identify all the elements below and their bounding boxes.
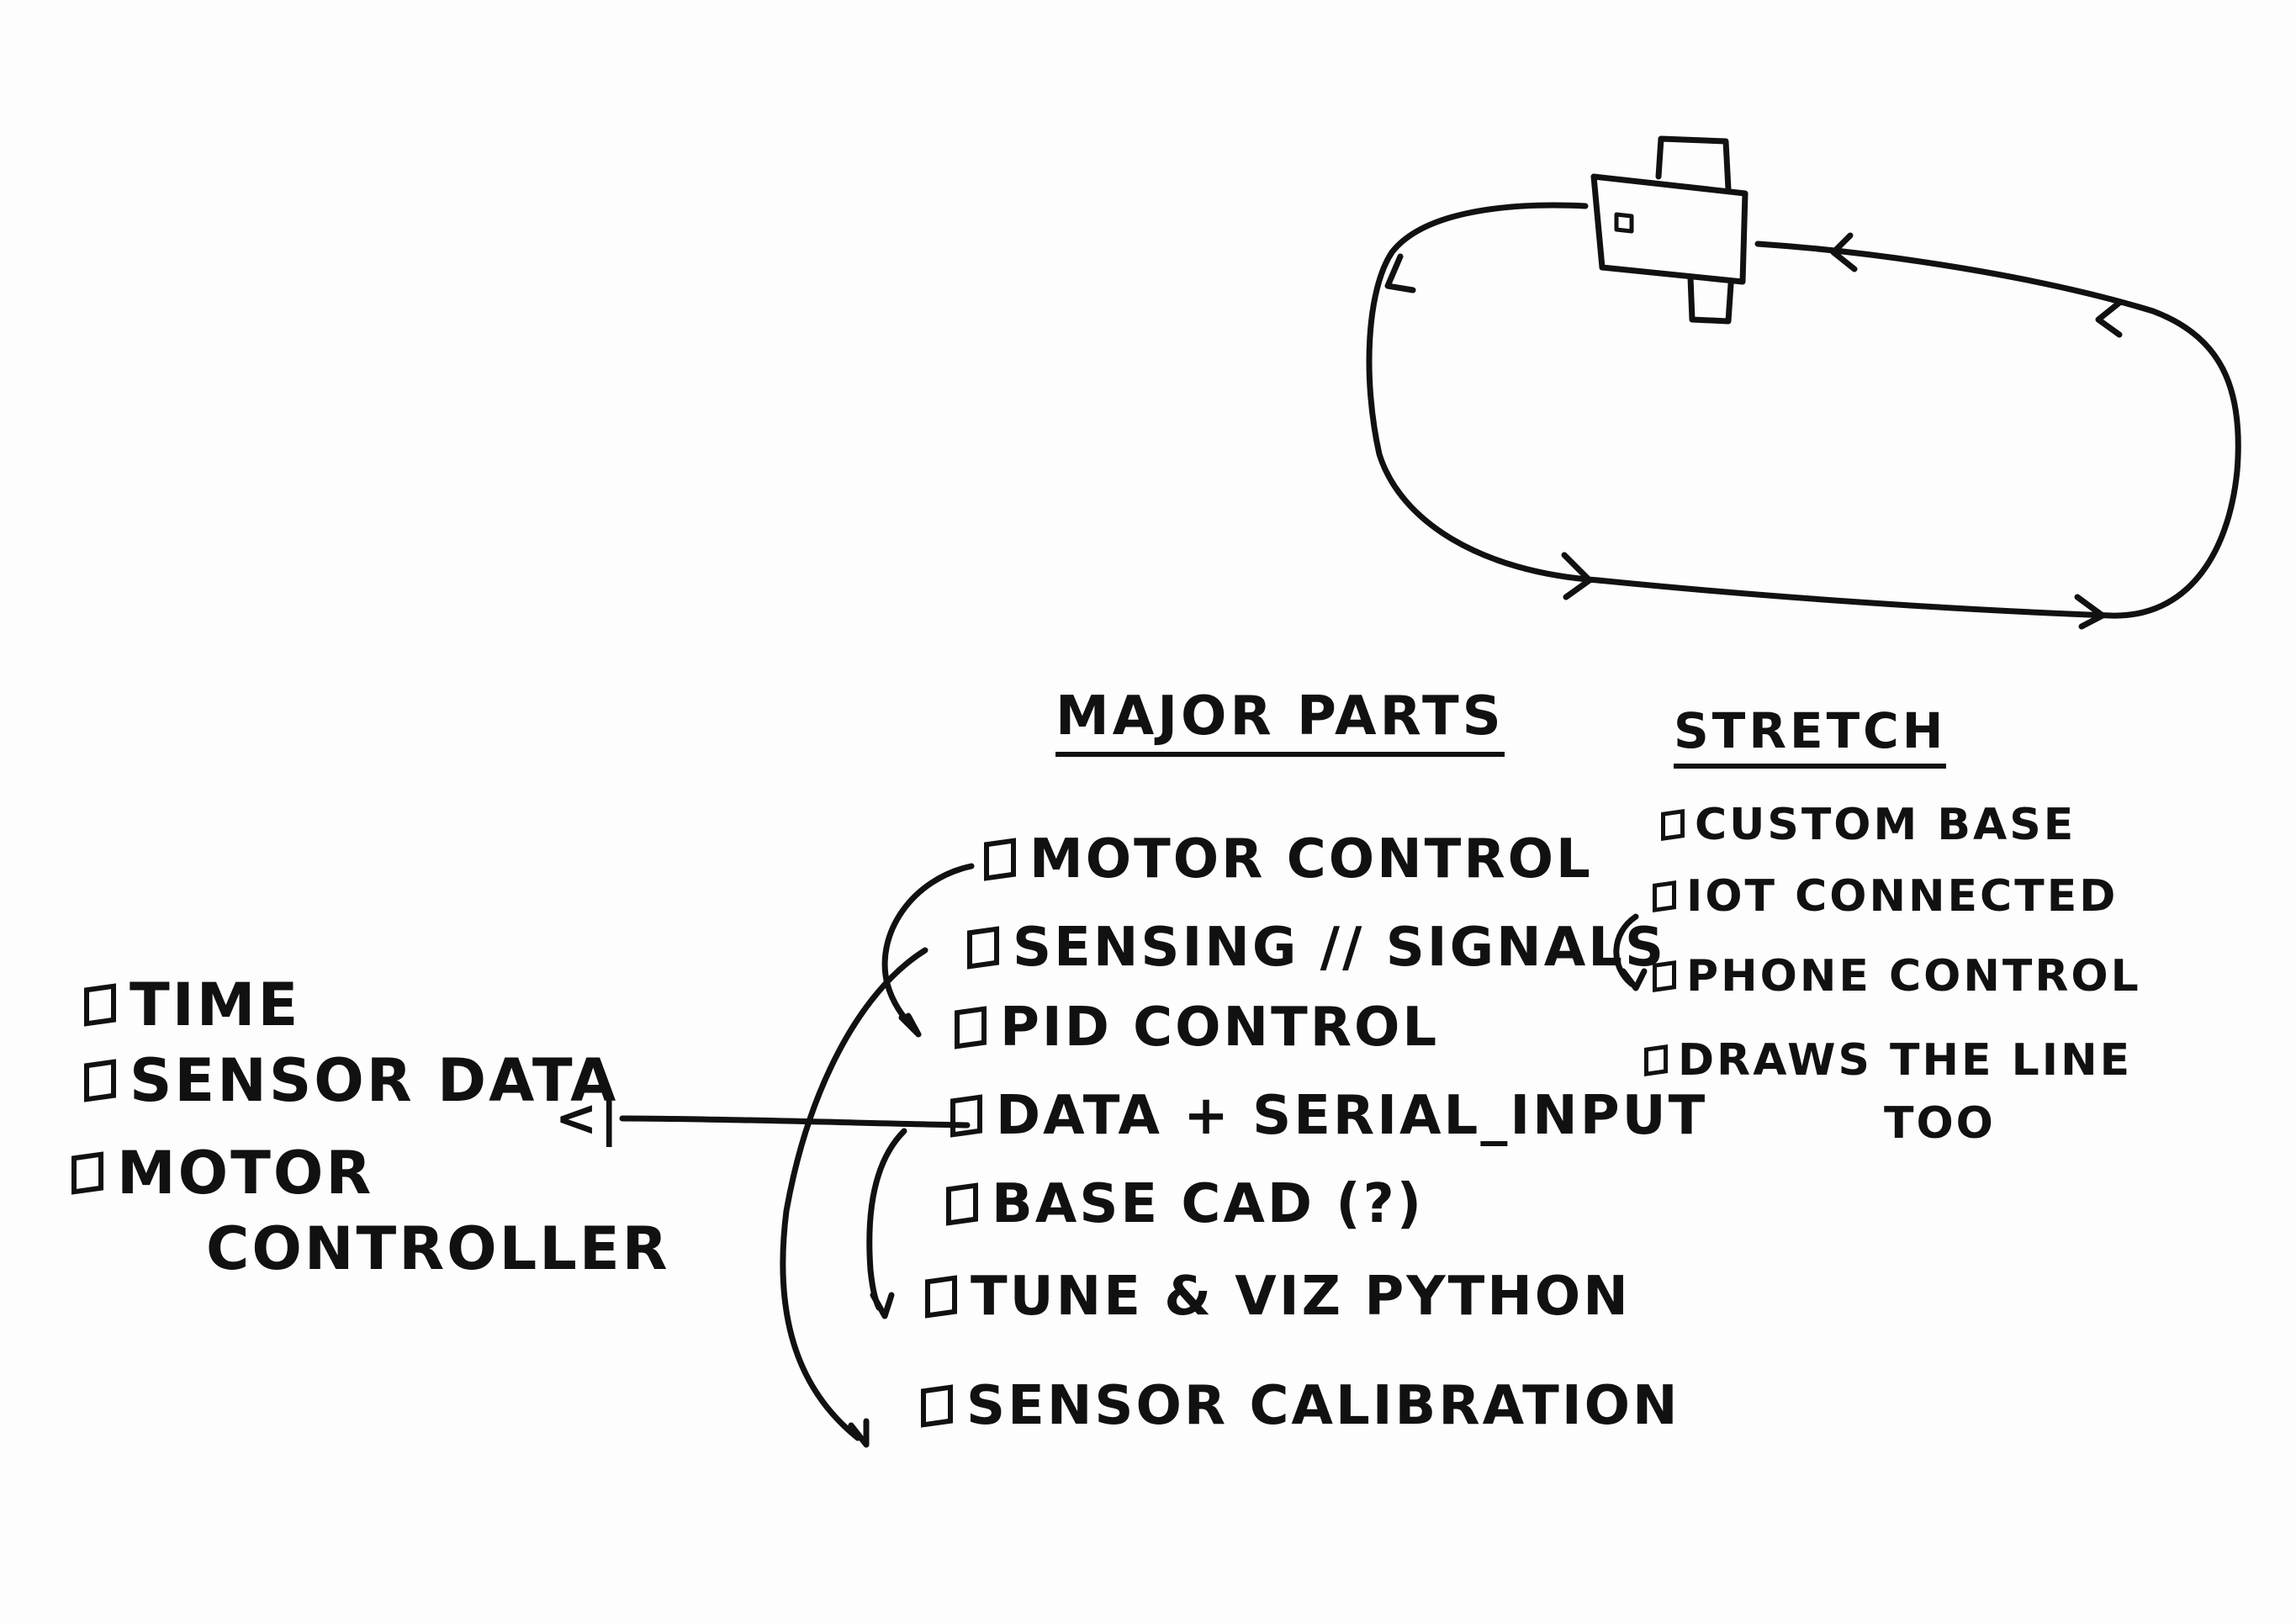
list-item: Data + Serial_Input [950, 1089, 1707, 1143]
list-item: PID Control [955, 1001, 1439, 1055]
list-item-label: PID Control [1000, 997, 1440, 1059]
checkbox-icon[interactable] [1661, 809, 1685, 841]
list-item: Phone Control [1653, 954, 2141, 998]
connector-label: <| [555, 1093, 621, 1144]
list-item: Motor Control [984, 833, 1593, 886]
list-item-label: Sensing // Signals [1013, 917, 1667, 979]
checkbox-icon[interactable] [1653, 960, 1676, 992]
checkbox-icon[interactable] [1653, 880, 1676, 912]
checkbox-icon[interactable] [955, 1006, 987, 1049]
checkbox-icon[interactable] [925, 1275, 957, 1319]
list-item-label: Time [130, 970, 301, 1039]
checkbox-icon[interactable] [984, 838, 1016, 881]
list-item-label: Data + Serial_Input [996, 1085, 1708, 1147]
arrow-icon [1830, 232, 1858, 272]
arrow-icon [1561, 552, 1593, 600]
arrow-icon [1620, 968, 1648, 991]
list-item: Custom Base [1661, 803, 2076, 847]
checkbox-icon[interactable] [967, 926, 999, 970]
arrow-icon [898, 1012, 922, 1038]
checkbox-icon[interactable] [946, 1182, 978, 1226]
list-item-label: too [1884, 1098, 1996, 1149]
connector-arrow-text: <| [555, 1089, 622, 1148]
checkbox-icon[interactable] [84, 983, 116, 1027]
list-item: Sensor Calibration [921, 1379, 1680, 1433]
list-item-label: Motor Control [1029, 828, 1593, 891]
major-parts-heading: Major Parts [1055, 690, 1505, 757]
list-item-label: Tune & Viz Python [971, 1266, 1631, 1328]
list-item: Motor [71, 1144, 373, 1203]
list-item: Tune & Viz Python [925, 1270, 1631, 1324]
checkbox-icon[interactable] [84, 1059, 116, 1102]
robot-icon [1590, 135, 1748, 325]
list-item-label: Draws the line [1678, 1035, 2133, 1086]
checkbox-icon[interactable] [1644, 1044, 1668, 1076]
list-item: IoT Connected [1653, 875, 2118, 918]
stretch-heading: Stretch [1674, 706, 1947, 769]
list-item-continuation: Controller [206, 1219, 670, 1278]
checkbox-icon[interactable] [71, 1151, 103, 1195]
list-item: Draws the line [1644, 1039, 2132, 1082]
list-item: Sensor Data [84, 1051, 618, 1110]
list-item-label: Sensor Data [130, 1046, 619, 1115]
arrow-icon [848, 1418, 870, 1448]
connector-sensing-to-calibration [780, 947, 928, 1441]
list-item-label: Base CAD (?) [992, 1173, 1424, 1235]
arrow-icon [2095, 299, 2123, 338]
list-item-label: Motor [117, 1139, 374, 1208]
list-item-label: Sensor Calibration [966, 1375, 1680, 1437]
list-item-continuation: too [1884, 1102, 1996, 1145]
connector-data-to-left-list [619, 1115, 971, 1129]
list-item-label: Phone Control [1686, 951, 2141, 1002]
connector-data-to-tune [866, 1128, 907, 1311]
checkbox-icon[interactable] [921, 1384, 953, 1428]
list-item-label: IoT Connected [1686, 871, 2119, 922]
list-item: Sensing // Signals [967, 921, 1666, 975]
track-loop-icon [1366, 202, 2241, 619]
list-item: Time [84, 975, 300, 1034]
list-item-label: Custom Base [1695, 800, 2076, 850]
arrow-icon [870, 1292, 895, 1319]
checkbox-icon[interactable] [950, 1094, 982, 1138]
connector-motor-to-pid [881, 863, 975, 1031]
arrow-icon [2074, 594, 2106, 630]
list-item-label: Controller [206, 1214, 670, 1283]
arrow-icon [1384, 253, 1416, 293]
list-item: Base CAD (?) [946, 1177, 1424, 1231]
